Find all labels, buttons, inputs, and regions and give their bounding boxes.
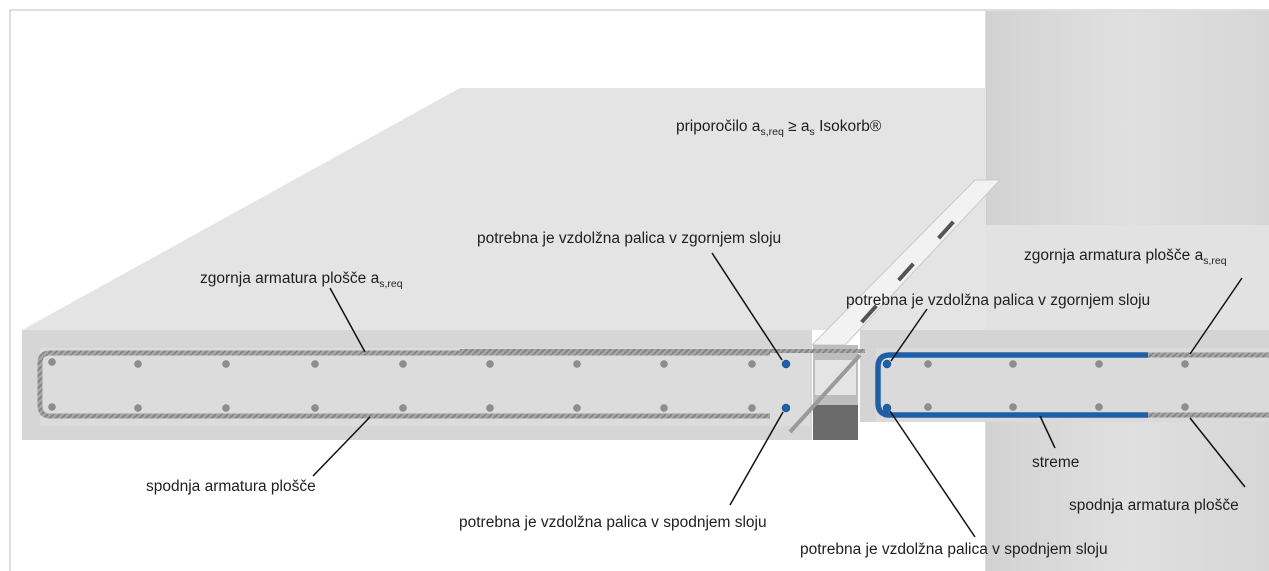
label-longitudinal-bottom-1: potrebna je vzdolžna palica v spodnjem s… [459, 514, 767, 531]
leader-longitudinal-bottom-1 [729, 411, 784, 506]
longitudinal-bar-bottom-left [781, 403, 791, 413]
leader-bottom-left [312, 416, 371, 477]
rebar-left-loop [37, 350, 770, 419]
label-longitudinal-bottom-2: potrebna je vzdolžna palica v spodnjem s… [800, 541, 1108, 558]
isokorb-diag-bar [788, 353, 862, 434]
slab-front-left-inner [40, 348, 810, 426]
rebar-dots-right [924, 360, 1189, 411]
rebar-dots-left [48, 358, 756, 412]
isokorb-bottom [813, 405, 858, 440]
longitudinal-bar-top-left [781, 359, 791, 369]
leader-longitudinal-top-2 [890, 308, 928, 362]
slab-top-surface [22, 88, 986, 330]
label-longitudinal-top-1: potrebna je vzdolžna palica v zgornjem s… [477, 230, 781, 247]
isokorb-strip-marks [860, 220, 955, 324]
leader-top-right [1189, 277, 1243, 355]
label-longitudinal-top-2: potrebna je vzdolžna palica v zgornjem s… [846, 292, 1150, 309]
label-top-left: zgornja armatura plošče as,req [200, 270, 403, 290]
leader-top-left [329, 287, 366, 353]
label-recommendation: priporočilo as,req ≥ as Isokorb® [676, 118, 882, 138]
leader-bottom-right [1189, 417, 1246, 488]
leader-stirrup [1039, 415, 1056, 449]
label-stirrup: streme [1032, 454, 1079, 471]
frame-border [9, 9, 1269, 571]
longitudinal-bar-bottom-right [882, 403, 892, 413]
leader-longitudinal-top-1 [711, 252, 783, 361]
slab-front-right-inner [876, 348, 1269, 422]
longitudinal-bar-top-right [882, 359, 892, 369]
slab-top-surface-right [986, 225, 1269, 330]
label-top-right: zgornja armatura plošče as,req [1024, 247, 1227, 267]
stirrup-blue [875, 352, 1148, 418]
label-bottom-left: spodnja armatura plošče [146, 478, 316, 495]
leader-longitudinal-bottom-2 [889, 410, 976, 538]
label-bottom-right: spodnja armatura plošče [1069, 497, 1239, 514]
